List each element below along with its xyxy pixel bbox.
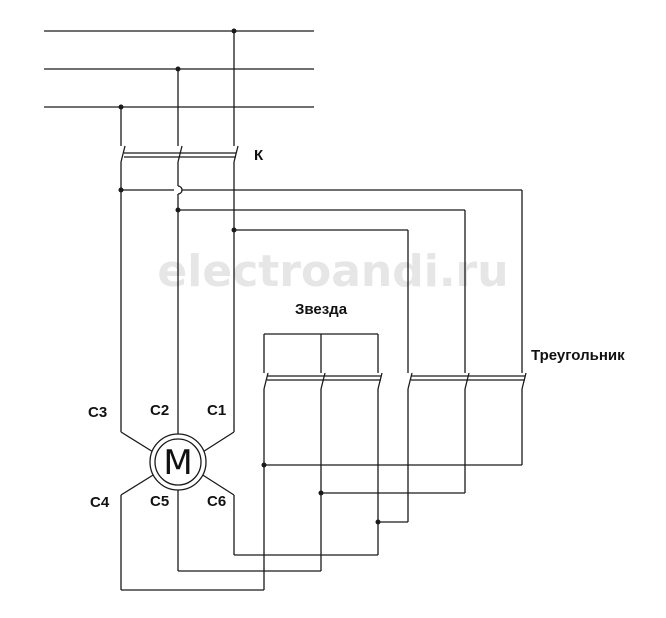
- motor-terminals-bottom: [120, 471, 378, 591]
- main-contactor: К: [120, 145, 264, 164]
- terminal-c5-label: C5: [150, 493, 169, 510]
- junction-dot: [261, 462, 267, 468]
- supply-bus: [44, 28, 314, 110]
- contactor-label: К: [254, 147, 264, 164]
- supply-drops: [120, 31, 235, 146]
- junction-dot: [231, 227, 237, 233]
- terminal-c4-label: C4: [90, 494, 110, 511]
- junction-dot: [175, 207, 181, 213]
- terminal-c1-label: C1: [207, 402, 226, 419]
- motor: M: [149, 433, 207, 491]
- motor-label: M: [163, 443, 192, 483]
- junction-dot: [318, 490, 324, 496]
- terminal-labels: C3 C2 C1 C4 C5 C6: [88, 402, 226, 511]
- star-label: Звезда: [295, 301, 348, 318]
- delta-feed: [118, 187, 523, 373]
- junction-dot: [375, 519, 381, 525]
- terminal-c3-label: C3: [88, 404, 107, 421]
- watermark: electroandi.ru: [157, 246, 508, 297]
- delta-label: Треугольник: [531, 347, 625, 364]
- output-wiring: [261, 389, 523, 590]
- terminal-c2-label: C2: [150, 402, 169, 419]
- delta-contactor: Треугольник: [407, 347, 625, 390]
- junction-dot: [118, 187, 124, 193]
- terminal-c6-label: C6: [207, 493, 226, 510]
- motor-inner-circle: [154, 438, 202, 486]
- star-contactor: Звезда: [263, 301, 383, 390]
